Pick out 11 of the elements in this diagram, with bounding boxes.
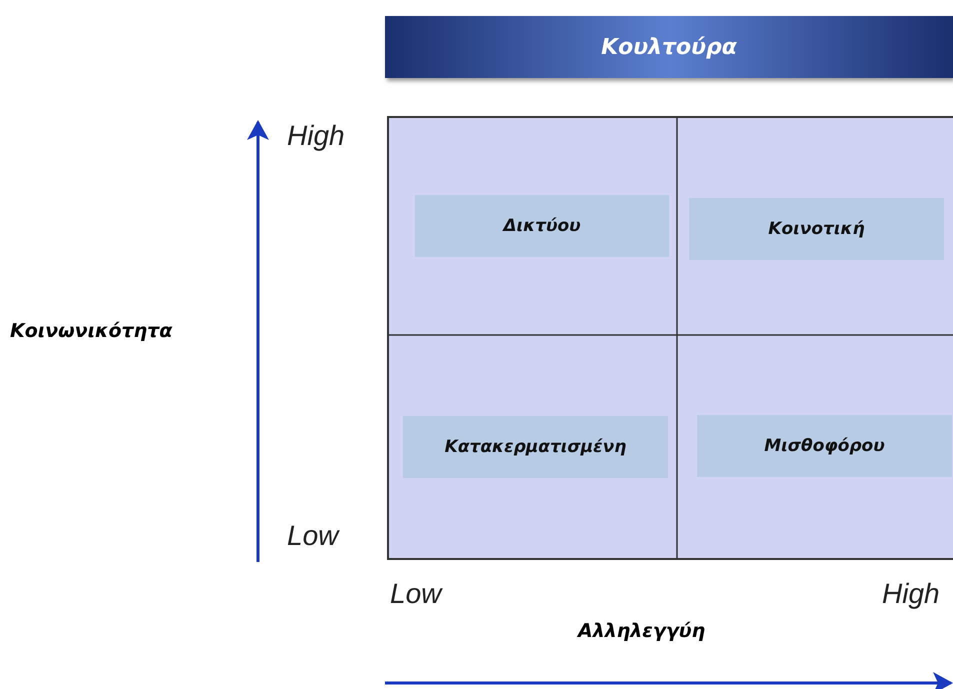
axis-tick-label: Low [390, 578, 442, 610]
quadrant-label: Δικτύου [415, 195, 669, 257]
quadrant-label: Μισθοφόρου [697, 415, 952, 477]
axis-tick-label: High [882, 578, 940, 610]
axis-tick-label: High [287, 120, 345, 152]
axis-title: Αλληλεγγύη [578, 620, 706, 642]
quadrant-label: Κατακερματισμένη [403, 416, 668, 478]
header-band: Κουλτούρα [385, 16, 953, 78]
quadrant-label: Κοινοτική [689, 198, 944, 260]
axis-title: Κοινωνικότητα [10, 320, 172, 342]
axis-tick-label: Low [287, 520, 338, 552]
